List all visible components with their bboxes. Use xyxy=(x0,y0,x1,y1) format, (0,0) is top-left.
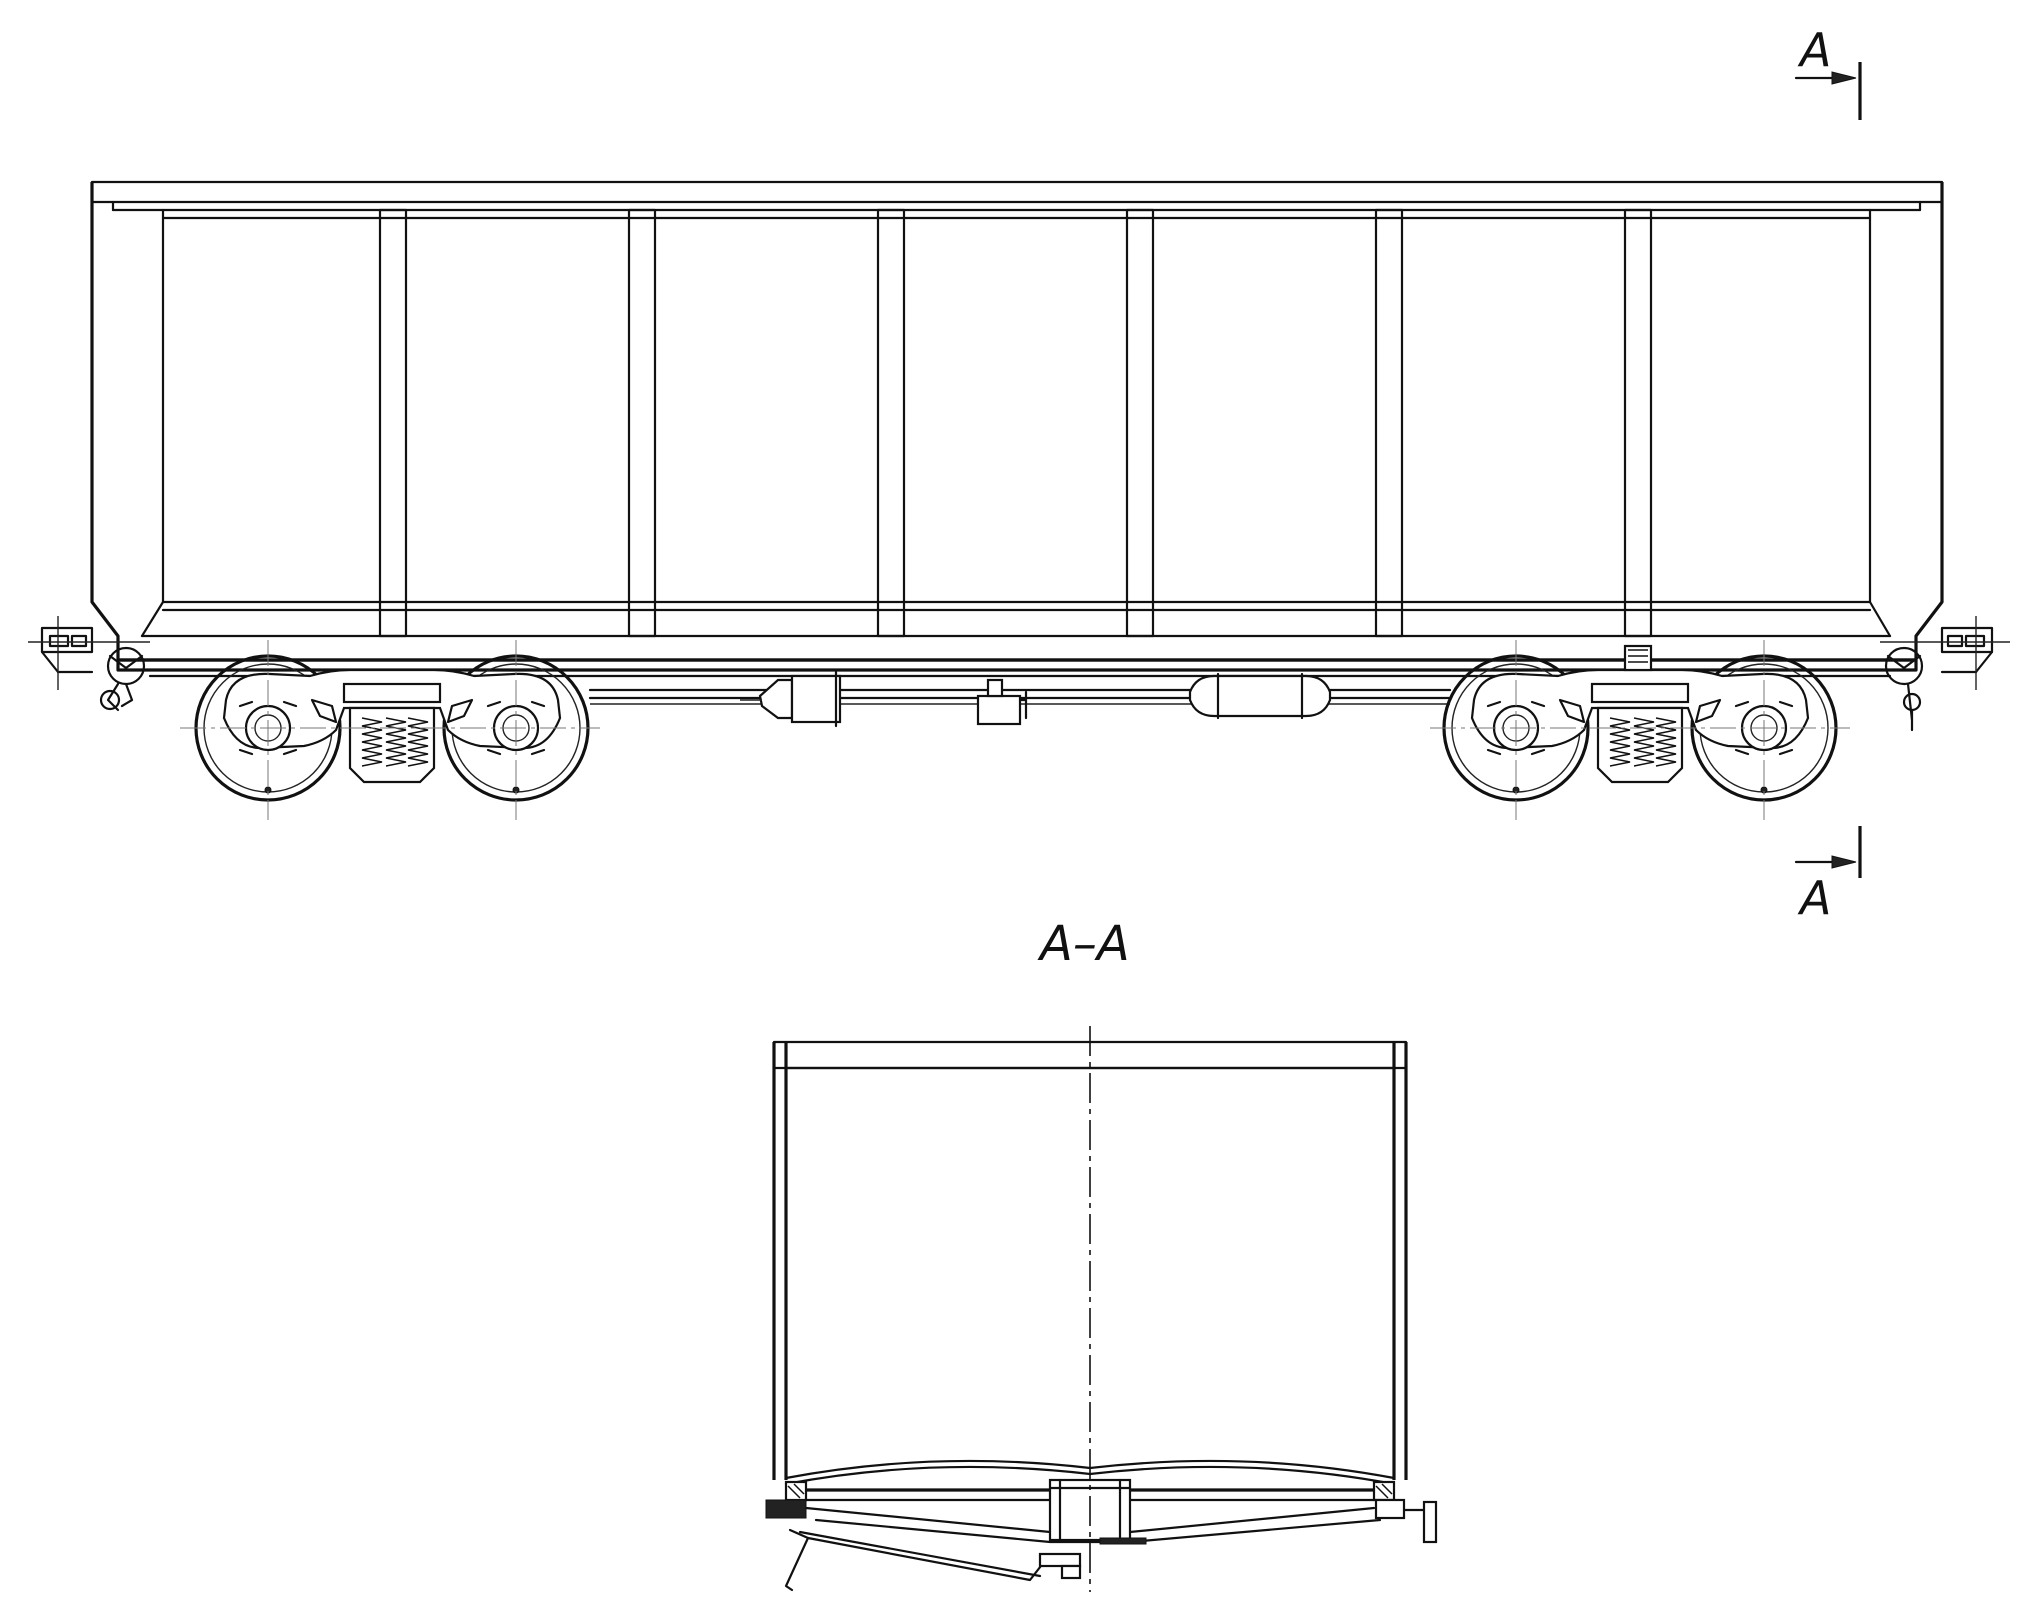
left-coupler xyxy=(28,616,150,712)
stanchion-1 xyxy=(378,208,408,638)
section-letter-top: A xyxy=(1797,23,1831,77)
air-reservoir xyxy=(1188,674,1332,718)
section-cut-marker-top: A xyxy=(1794,23,1862,120)
brake-equipment xyxy=(588,670,1452,728)
brake-cylinder xyxy=(758,678,794,720)
section-letter-bottom: A xyxy=(1797,871,1831,925)
right-bogie xyxy=(1430,640,1850,820)
side-stanchions xyxy=(378,208,1653,638)
stanchion-4 xyxy=(1125,208,1155,638)
stanchion-3 xyxy=(876,208,906,638)
left-bogie xyxy=(180,640,600,820)
section-view-a-a: A–A xyxy=(765,916,1438,1592)
stanchion-6 xyxy=(1623,208,1653,638)
air-valve xyxy=(976,694,1022,726)
section-view-title: A–A xyxy=(1037,916,1130,972)
door-lever xyxy=(784,1528,810,1592)
stanchion-5 xyxy=(1374,208,1404,638)
section-cut-marker-bottom: A xyxy=(1794,826,1862,925)
top-chord xyxy=(90,180,1944,204)
center-sill xyxy=(116,658,1918,672)
body-outline xyxy=(90,182,1944,662)
stanchion-2 xyxy=(627,208,657,638)
right-coupler xyxy=(1880,616,2010,732)
side-elevation-view: A A xyxy=(28,23,2010,925)
section-floor xyxy=(765,1459,1438,1592)
